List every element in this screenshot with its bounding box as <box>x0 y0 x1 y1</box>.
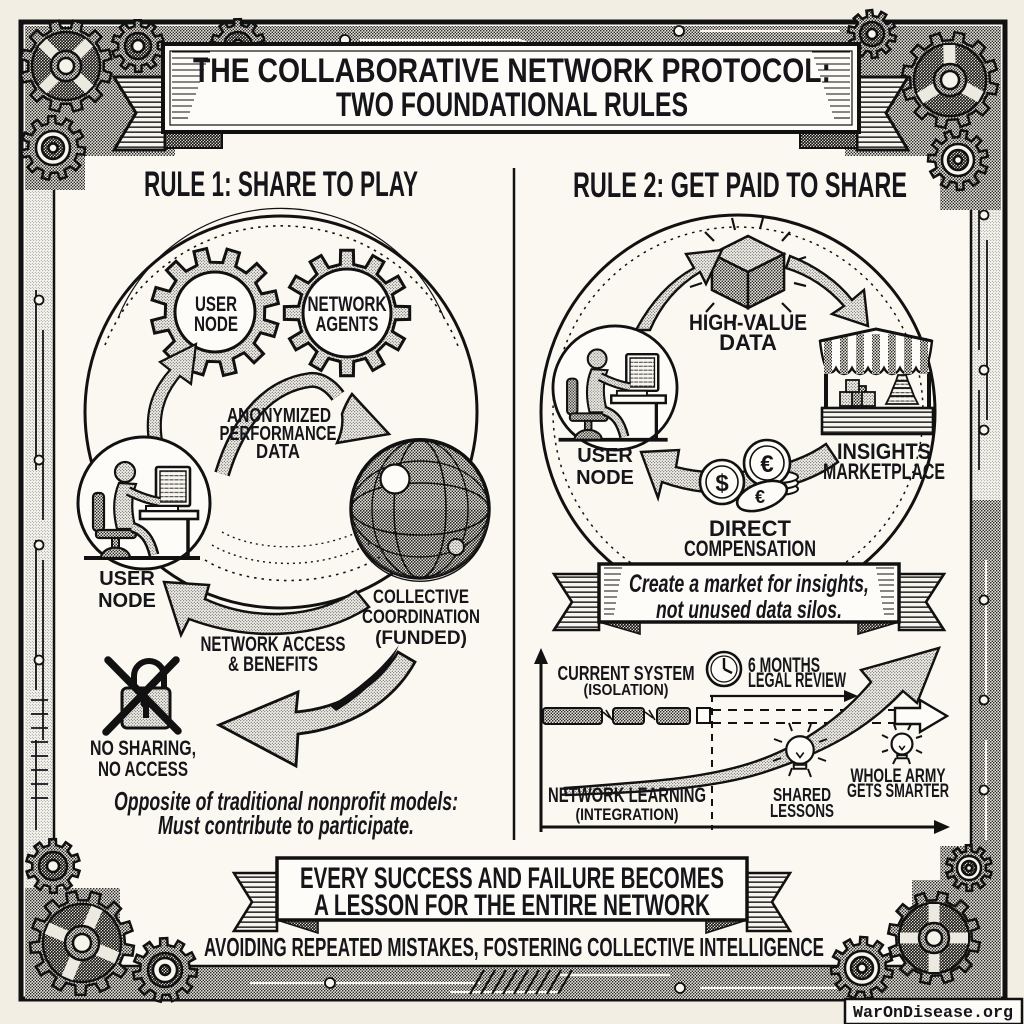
svg-text:WarOnDisease.org: WarOnDisease.org <box>853 1004 1013 1023</box>
svg-text:6 MONTHS: 6 MONTHS <box>748 654 820 677</box>
svg-text:GETS SMARTER: GETS SMARTER <box>847 781 949 802</box>
svg-text:NODE: NODE <box>576 467 634 489</box>
svg-text:INSIGHTS: INSIGHTS <box>837 439 931 464</box>
svg-text:PERFORMANCE: PERFORMANCE <box>220 423 337 445</box>
svg-text:EVERY SUCCESS AND FAILURE BECO: EVERY SUCCESS AND FAILURE BECOMES <box>300 862 724 895</box>
svg-text:& BENEFITS: & BENEFITS <box>228 653 318 676</box>
svg-text:NO SHARING,: NO SHARING, <box>90 737 196 760</box>
svg-text:USER: USER <box>195 293 237 316</box>
svg-text:€: € <box>760 451 773 478</box>
svg-text:Opposite of traditional nonpro: Opposite of traditional nonprofit models… <box>114 786 458 816</box>
svg-text:DIRECT: DIRECT <box>709 516 791 541</box>
svg-text:NETWORK LEARNING: NETWORK LEARNING <box>548 784 706 807</box>
svg-text:CURRENT SYSTEM: CURRENT SYSTEM <box>558 663 695 685</box>
svg-text:(INTEGRATION): (INTEGRATION) <box>576 805 679 824</box>
svg-text:NETWORK: NETWORK <box>308 293 387 316</box>
svg-text:RULE 1: SHARE TO PLAY: RULE 1: SHARE TO PLAY <box>144 165 418 204</box>
svg-text:USER: USER <box>577 445 633 467</box>
svg-text:Create a market for insights,: Create a market for insights, <box>629 570 869 598</box>
svg-text:COMPENSATION: COMPENSATION <box>684 536 816 561</box>
svg-text:NODE: NODE <box>194 313 238 336</box>
svg-text:$: $ <box>715 470 729 497</box>
svg-text:A LESSON FOR THE ENTIRE NETWOR: A LESSON FOR THE ENTIRE NETWORK <box>314 889 710 922</box>
svg-text:€: € <box>755 487 765 507</box>
svg-text:LESSONS: LESSONS <box>770 801 834 821</box>
svg-text:SHARED: SHARED <box>773 785 831 805</box>
svg-text:RULE 2: GET PAID TO SHARE: RULE 2: GET PAID TO SHARE <box>573 166 907 205</box>
svg-text:NETWORK ACCESS: NETWORK ACCESS <box>201 633 346 656</box>
svg-text:TWO FOUNDATIONAL RULES: TWO FOUNDATIONAL RULES <box>336 86 688 124</box>
svg-text:COORDINATION: COORDINATION <box>362 607 480 628</box>
svg-text:AVOIDING REPEATED MISTAKES, FO: AVOIDING REPEATED MISTAKES, FOSTERING CO… <box>204 932 824 962</box>
svg-text:(FUNDED): (FUNDED) <box>375 628 467 649</box>
svg-text:NODE: NODE <box>98 590 156 612</box>
svg-text:MARKETPLACE: MARKETPLACE <box>823 459 945 484</box>
svg-text:THE COLLABORATIVE NETWORK PROT: THE COLLABORATIVE NETWORK PROTOCOL: <box>193 52 831 90</box>
svg-text:USER: USER <box>99 568 155 590</box>
svg-text:(ISOLATION): (ISOLATION) <box>584 682 669 699</box>
svg-text:COLLECTIVE: COLLECTIVE <box>373 587 469 608</box>
svg-text:DATA: DATA <box>256 441 300 463</box>
svg-text:NO ACCESS: NO ACCESS <box>98 758 188 781</box>
svg-text:HIGH-VALUE: HIGH-VALUE <box>689 310 807 335</box>
svg-text:Must contribute to participate: Must contribute to participate. <box>158 810 414 840</box>
svg-text:AGENTS: AGENTS <box>316 313 379 336</box>
svg-text:ANONYMIZED: ANONYMIZED <box>227 405 331 427</box>
svg-text:WHOLE ARMY: WHOLE ARMY <box>851 766 946 787</box>
svg-text:not unused data silos.: not unused data silos. <box>656 596 842 624</box>
svg-text:LEGAL REVIEW: LEGAL REVIEW <box>748 669 846 692</box>
svg-text:DATA: DATA <box>719 330 777 355</box>
